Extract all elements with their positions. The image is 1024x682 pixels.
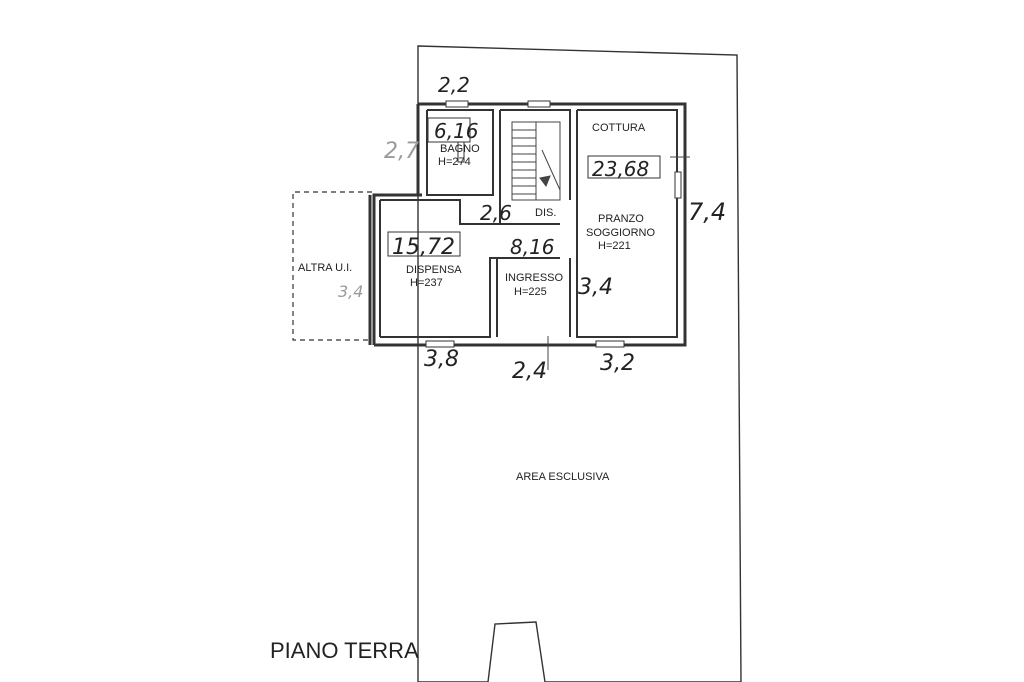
pranzo-label: PRANZO: [598, 213, 644, 225]
stairs: [511, 121, 561, 201]
dim-bottom-left: 3,8: [424, 347, 459, 372]
bagno-area: 6,16: [434, 119, 479, 143]
building-walls: [368, 102, 687, 347]
cottura-label: COTTURA: [592, 122, 646, 134]
pranzo-height: H=221: [598, 240, 631, 252]
dim-right: 7,4: [688, 198, 726, 226]
floor-title: PIANO TERRA: [270, 638, 419, 663]
ingresso-label: INGRESSO: [505, 272, 564, 284]
dis-label: DIS.: [535, 207, 556, 219]
windows: [425, 100, 682, 348]
pranzo-area-box: [587, 155, 661, 179]
altra-ui-label: ALTRA U.I.: [298, 262, 352, 274]
ingresso-height: H=225: [514, 286, 547, 298]
lot-boundary: [417, 45, 742, 682]
dispensa-height: H=237: [410, 277, 443, 289]
bagno-area-box: [427, 117, 471, 143]
pranzo-area: 23,68: [592, 157, 649, 181]
altra-ui-boundary: [292, 191, 372, 341]
dim-ingresso-side: 3,4: [578, 275, 613, 300]
area-esclusiva-label: AREA ESCLUSIVA: [516, 471, 610, 483]
dispensa-area-box: [387, 231, 461, 257]
dispensa-label: DISPENSA: [406, 264, 462, 276]
dim-bottom-right: 3,2: [600, 351, 635, 376]
dis-dimension: 2,6: [480, 201, 512, 225]
dispensa-area: 15,72: [392, 235, 455, 260]
dim-bagno-side: 2,7: [384, 139, 419, 164]
bagno-height: H=274: [438, 156, 471, 168]
soggiorno-label: SOGGIORNO: [586, 227, 656, 239]
dim-top: 2,2: [438, 73, 470, 97]
ingresso-area: 8,16: [510, 235, 555, 259]
altra-dimension: 3,4: [338, 282, 363, 301]
bagno-label: BAGNO: [440, 143, 480, 155]
dim-bottom-mid: 2,4: [512, 359, 547, 384]
